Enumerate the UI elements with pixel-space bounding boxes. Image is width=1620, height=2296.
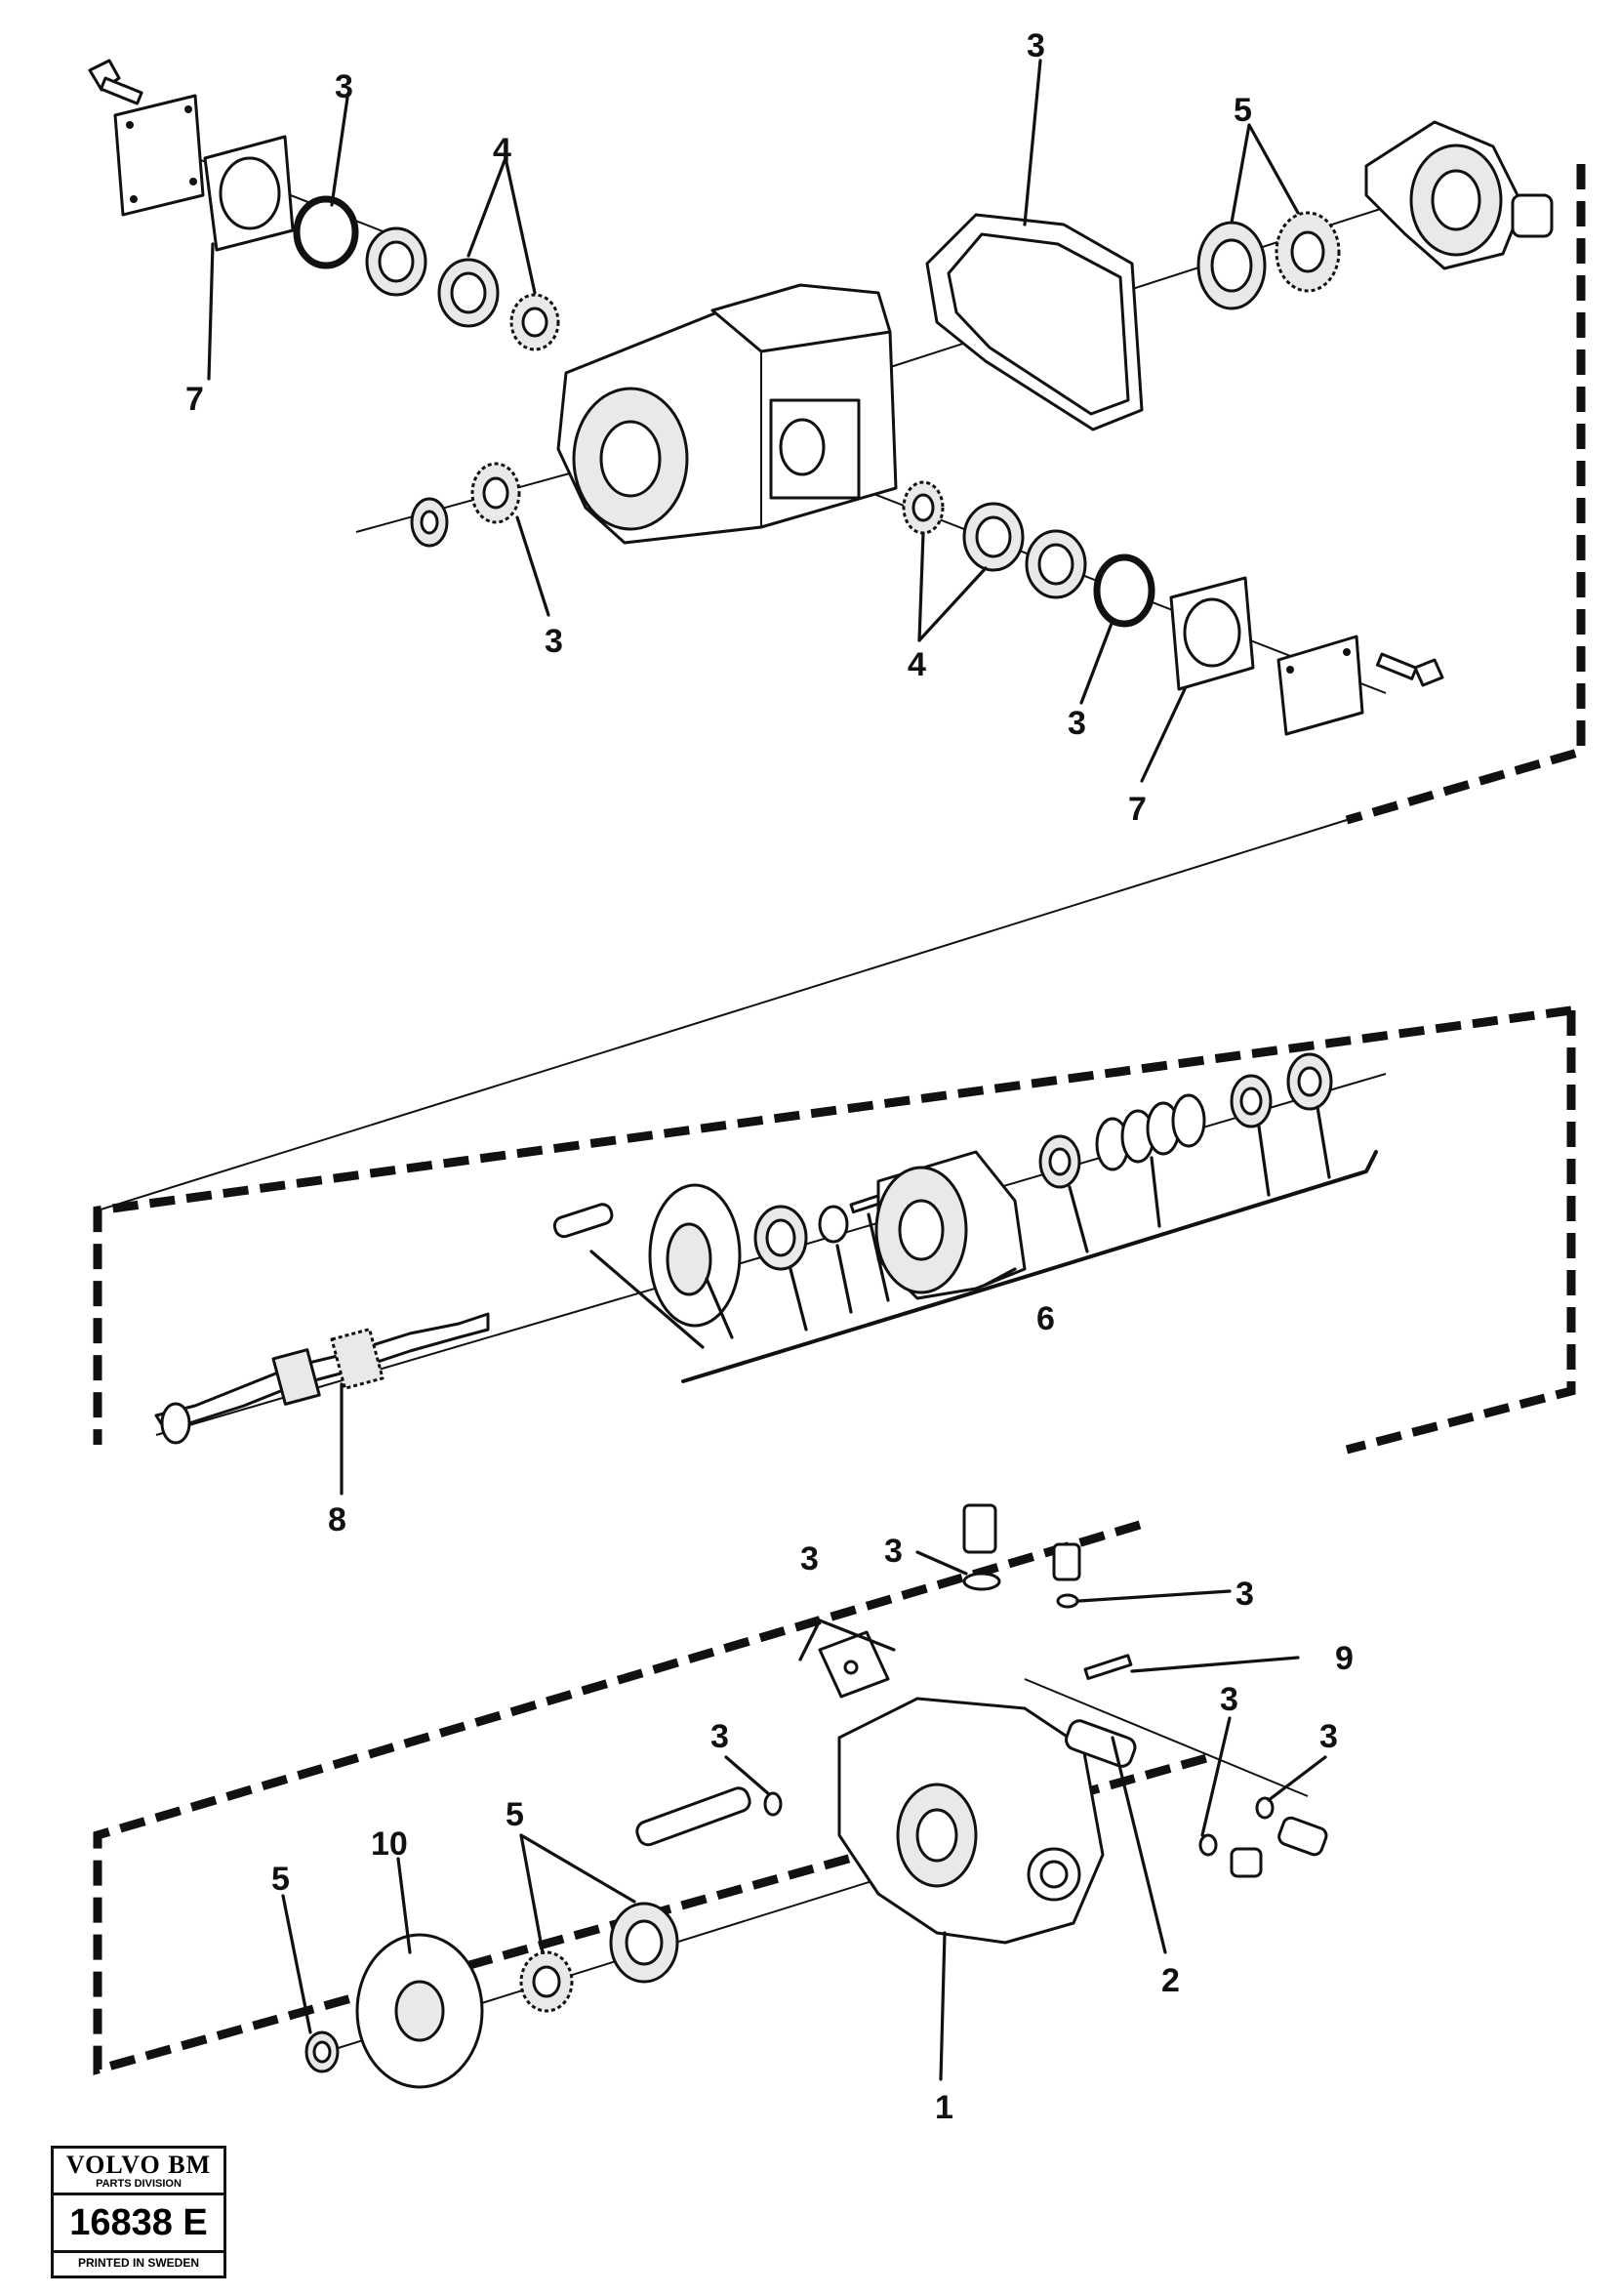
washer-top-1: [962, 1572, 1001, 1591]
o-ring-small-1: [1198, 1833, 1218, 1857]
callout-6: 6: [1036, 1300, 1055, 1337]
retainer-ring: [1286, 1052, 1333, 1111]
stamp-brand: VOLVO BM: [65, 2151, 212, 2179]
callout-7: 7: [185, 381, 204, 418]
o-ring-small-3: [763, 1791, 783, 1817]
o-ring-small-2: [1255, 1796, 1275, 1820]
gasket-right: [1169, 576, 1255, 691]
seal-ring-front: [410, 497, 449, 548]
rotor-cylinder: [874, 1150, 1027, 1300]
needle-bushing: [753, 1205, 808, 1271]
valve-housing: [837, 1697, 1105, 1945]
flange-housing: [1364, 120, 1554, 270]
roller-bearing-front: [470, 462, 521, 524]
callout-3: 3: [545, 623, 563, 660]
callout-5: 5: [1234, 92, 1252, 129]
bearing-race-4: [1025, 529, 1087, 599]
bearing-race-1: [365, 226, 427, 297]
upper-pump-assembly: 3 4 3 5 7 3 4 3 7: [88, 27, 1586, 828]
cover-plate-small: [818, 1630, 890, 1699]
o-ring-right: [1093, 554, 1155, 628]
callout-1: 1: [935, 2089, 953, 2126]
callout-5: 5: [271, 1861, 290, 1898]
spring: [1095, 1093, 1206, 1171]
callout-10: 10: [371, 1825, 408, 1863]
key: [849, 1194, 883, 1214]
rotor-shaft-assembly: 8: [93, 819, 1576, 1538]
callout-3: 3: [884, 1533, 903, 1570]
plug-top-2: [1052, 1542, 1081, 1581]
valve-housing-assembly: 3 3 3 9 3 3 3 2 1 10 5 5: [93, 1503, 1354, 2126]
dowel-pin: [552, 1203, 614, 1239]
callout-3: 3: [335, 68, 353, 105]
bearing-cup-bottom: [609, 1902, 679, 1984]
plug-right-1: [1277, 1816, 1328, 1857]
roller-bearing-bottom: [519, 1950, 574, 2013]
gasket-left: [203, 135, 295, 252]
cover-plate-right: [1276, 635, 1364, 736]
spring-seat: [1230, 1074, 1273, 1128]
plug-right-2: [1230, 1847, 1263, 1878]
callout-4: 4: [493, 132, 511, 169]
callout-8: 8: [328, 1501, 346, 1538]
bolt-right: [1376, 652, 1444, 687]
publisher-stamp: VOLVO BM PARTS DIVISION 16838 E PRINTED …: [51, 2146, 226, 2278]
stamp-division: PARTS DIVISION: [54, 2178, 223, 2195]
piston-pin: [635, 1786, 751, 1847]
callout-3: 3: [1319, 1718, 1338, 1755]
callout-7: 7: [1128, 791, 1147, 828]
port-plate: [648, 1183, 742, 1328]
snap-ring: [818, 1205, 849, 1244]
stamp-printed: PRINTED IN SWEDEN: [77, 2256, 199, 2270]
roller-bearing-1: [509, 293, 560, 351]
plug-top-1: [962, 1503, 997, 1554]
callout-3: 3: [1068, 705, 1086, 742]
callout-2: 2: [1161, 1962, 1180, 1999]
callout-3: 3: [1235, 1576, 1254, 1613]
bolt-top-left: [88, 59, 143, 105]
bolt-9: [1083, 1654, 1133, 1681]
callout-3: 3: [1220, 1681, 1238, 1718]
callout-4: 4: [908, 646, 926, 683]
bearing-race-2: [437, 258, 500, 328]
callout-3: 3: [710, 1718, 729, 1755]
seal-ring-bottom: [304, 2030, 340, 2073]
o-ring-left: [293, 195, 359, 269]
bearing-race-3: [962, 502, 1025, 572]
thrust-washer: [1038, 1134, 1081, 1189]
callout-5: 5: [506, 1796, 524, 1833]
thrust-plate: [355, 1933, 484, 2089]
pump-housing: [556, 283, 898, 545]
roller-bearing-2: [902, 480, 945, 535]
callout-3: 3: [800, 1540, 819, 1578]
cover-plate-left: [113, 94, 205, 217]
bearing-cup-5: [1196, 221, 1267, 310]
callout-3: 3: [1027, 27, 1045, 64]
roller-bearing-5: [1275, 211, 1341, 293]
gasket-large: [925, 213, 1144, 431]
callout-9: 9: [1335, 1640, 1354, 1677]
drive-shaft: [154, 1312, 490, 1445]
washer-top-2: [1056, 1593, 1079, 1609]
stamp-number: 16838 E: [54, 2195, 223, 2253]
